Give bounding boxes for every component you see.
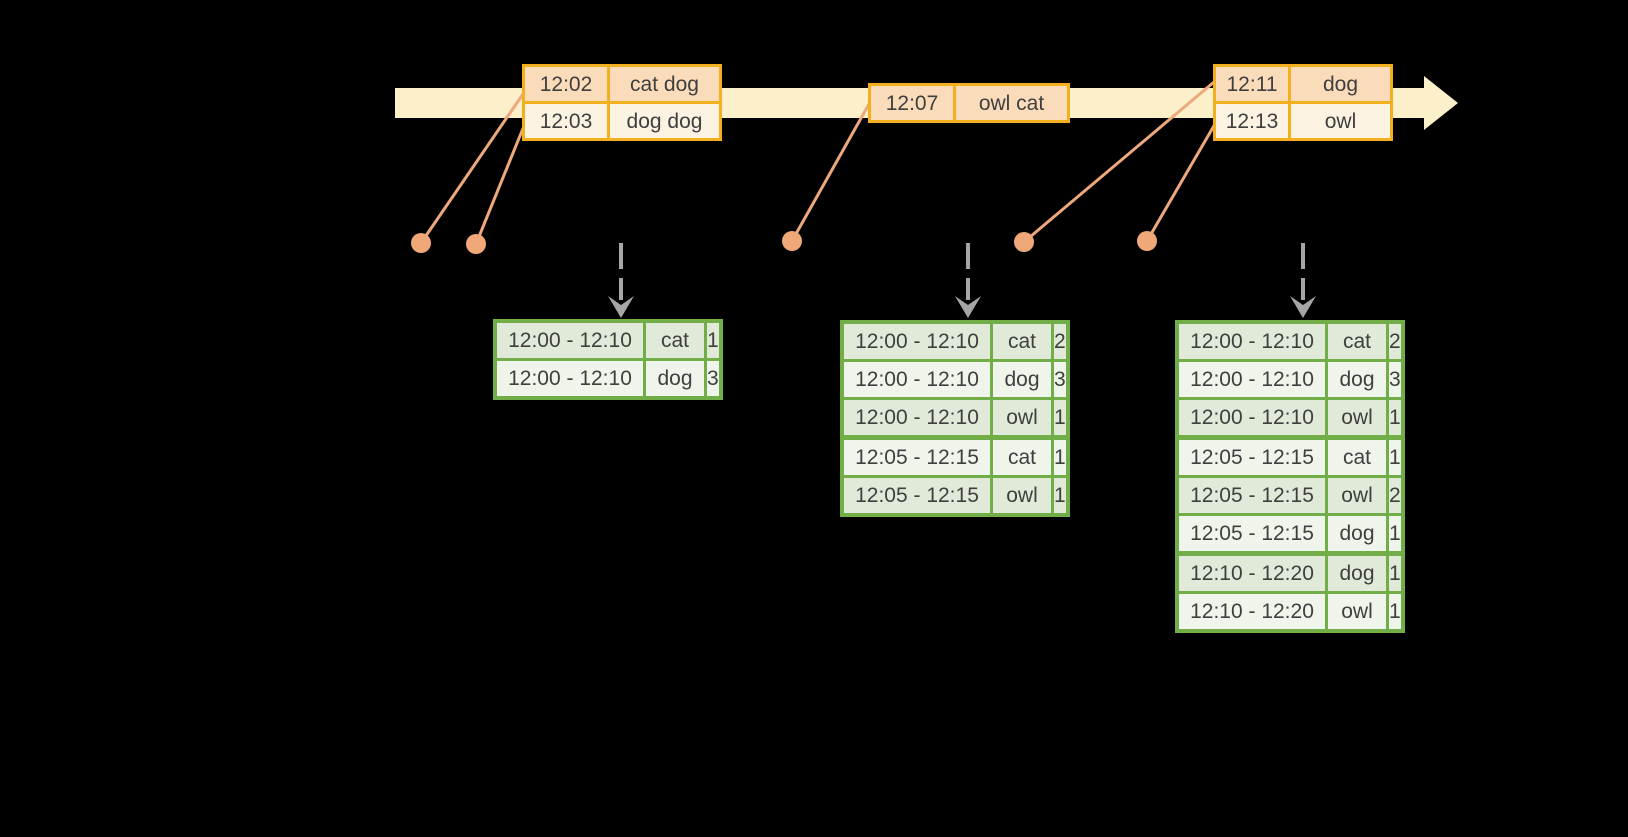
event-line-1211 — [1023, 80, 1215, 244]
event-line-1213 — [1145, 123, 1217, 242]
word-cell: dog — [1328, 362, 1386, 397]
count-cell: 2 — [1389, 324, 1401, 359]
word-cell: owl — [993, 400, 1051, 435]
count-cell: 2 — [1389, 478, 1401, 513]
event-line-1207 — [790, 103, 871, 242]
time-cell: 12:11 — [1216, 67, 1288, 101]
word-cell: cat — [1328, 324, 1386, 359]
trigger-arrows — [608, 243, 1316, 318]
count-cell: 1 — [1054, 440, 1066, 475]
word-cell: dog — [1328, 516, 1386, 551]
window-cell: 12:10 - 12:20 — [1179, 594, 1325, 629]
count-cell: 3 — [1389, 362, 1401, 397]
count-cell: 1 — [1389, 516, 1401, 551]
word-cell: dog — [1328, 556, 1386, 591]
words-cell: owl cat — [956, 86, 1067, 120]
words-cell: dog dog — [610, 104, 719, 138]
event-dot-icon — [1137, 231, 1157, 251]
arrow-down-icon — [955, 296, 981, 318]
count-cell: 1 — [1389, 556, 1401, 591]
event-dots — [411, 231, 1157, 254]
word-cell: cat — [646, 323, 704, 358]
event-dot-icon — [1014, 232, 1034, 252]
event-line-1203 — [474, 125, 526, 245]
count-cell: 1 — [707, 323, 719, 358]
word-cell: dog — [646, 361, 704, 396]
event-dot-icon — [411, 233, 431, 253]
word-cell: owl — [1328, 400, 1386, 435]
time-cell: 12:02 — [525, 67, 607, 101]
time-cell: 12:13 — [1216, 104, 1288, 138]
window-cell: 12:10 - 12:20 — [1179, 556, 1325, 591]
count-cell: 2 — [1054, 324, 1066, 359]
window-cell: 12:00 - 12:10 — [1179, 324, 1325, 359]
count-cell: 1 — [1054, 400, 1066, 435]
arrow-down-icon — [1290, 296, 1316, 318]
word-cell: owl — [1328, 478, 1386, 513]
word-cell: cat — [1328, 440, 1386, 475]
time-cell: 12:03 — [525, 104, 607, 138]
words-cell: cat dog — [610, 67, 719, 101]
window-cell: 12:00 - 12:10 — [1179, 400, 1325, 435]
word-cell: dog — [993, 362, 1051, 397]
window-cell: 12:00 - 12:10 — [844, 324, 990, 359]
time-cell: 12:07 — [871, 86, 953, 120]
count-cell: 1 — [1389, 400, 1401, 435]
words-cell: owl — [1291, 104, 1390, 138]
count-cell: 3 — [1054, 362, 1066, 397]
word-cell: owl — [1328, 594, 1386, 629]
window-cell: 12:05 - 12:15 — [1179, 478, 1325, 513]
event-dot-icon — [782, 231, 802, 251]
window-cell: 12:05 - 12:15 — [844, 478, 990, 513]
window-cell: 12:00 - 12:10 — [497, 361, 643, 396]
event-line-1202 — [419, 93, 525, 244]
word-cell: cat — [993, 324, 1051, 359]
arrow-down-icon — [608, 296, 634, 318]
window-cell: 12:05 - 12:15 — [844, 440, 990, 475]
window-cell: 12:05 - 12:15 — [1179, 516, 1325, 551]
count-cell: 1 — [1054, 478, 1066, 513]
window-cell: 12:00 - 12:10 — [844, 362, 990, 397]
count-cell: 1 — [1389, 440, 1401, 475]
words-cell: dog — [1291, 67, 1390, 101]
window-cell: 12:00 - 12:10 — [1179, 362, 1325, 397]
timeline-arrowhead-icon — [1424, 76, 1458, 130]
word-cell: cat — [993, 440, 1051, 475]
count-cell: 3 — [707, 361, 719, 396]
count-cell: 1 — [1389, 594, 1401, 629]
event-link-lines — [419, 80, 1217, 245]
window-cell: 12:00 - 12:10 — [497, 323, 643, 358]
window-cell: 12:05 - 12:15 — [1179, 440, 1325, 475]
word-cell: owl — [993, 478, 1051, 513]
event-dot-icon — [466, 234, 486, 254]
window-cell: 12:00 - 12:10 — [844, 400, 990, 435]
